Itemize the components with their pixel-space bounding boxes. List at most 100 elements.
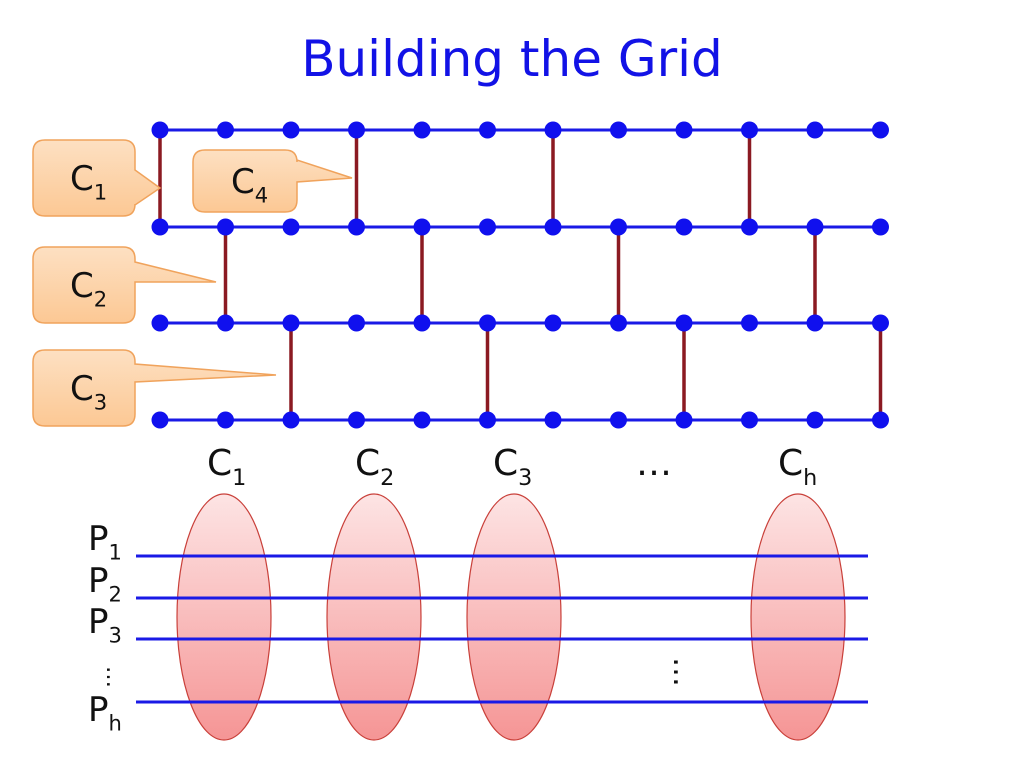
grid-node — [151, 218, 169, 236]
grid-node — [151, 314, 169, 332]
grid-node — [675, 411, 693, 429]
row-label-subscript: 3 — [109, 623, 122, 648]
grid-node — [413, 411, 431, 429]
brick-grid — [151, 121, 889, 429]
grid-node — [348, 411, 365, 429]
grid-node — [741, 411, 758, 429]
center-vertical-ellipsis: … — [666, 657, 701, 687]
grid-node — [872, 314, 889, 332]
row-label-subscript: h — [109, 711, 122, 736]
column-label-text: C — [355, 443, 380, 484]
callout-c2: C2 — [32, 246, 217, 324]
callout-c4: C4 — [192, 149, 353, 213]
grid-node — [741, 121, 758, 139]
callout-label-subscript: 4 — [255, 183, 268, 208]
row-label-text: P — [88, 519, 109, 559]
grid-node — [806, 314, 824, 332]
column-label-subscript: 3 — [518, 465, 532, 491]
row-label-text: P — [88, 690, 109, 730]
slide-title: Building the Grid — [301, 30, 723, 88]
callout-label-text: C — [70, 159, 94, 199]
column-label-text: … — [636, 443, 672, 484]
grid-node — [675, 218, 693, 236]
column-label-subscript: 2 — [380, 465, 394, 491]
callout-label-text: C — [70, 369, 94, 409]
row-labels: P1P2P3Ph… — [88, 519, 126, 736]
row-label-subscript: 1 — [109, 540, 122, 565]
grid-node — [479, 121, 496, 139]
grid-node — [544, 121, 562, 139]
grid-node — [479, 314, 496, 332]
grid-node — [217, 314, 234, 332]
grid-node — [806, 121, 824, 139]
callout-label: C1 — [70, 159, 107, 205]
callout-label-subscript: 3 — [94, 390, 107, 415]
row-label-text: P — [88, 602, 109, 642]
grid-node — [217, 218, 234, 236]
row-label: P3 — [88, 602, 122, 648]
grid-node — [282, 218, 300, 236]
grid-node — [544, 411, 562, 429]
callout-shape — [32, 139, 162, 217]
row-label: P1 — [88, 519, 122, 565]
column-label-text: C — [778, 443, 803, 484]
callout-label-text: C — [231, 162, 255, 202]
column-label: Ch — [778, 443, 817, 491]
column-label: C2 — [355, 443, 394, 491]
grid-node — [610, 314, 627, 332]
grid-node — [675, 314, 693, 332]
processor-lines: … — [136, 554, 868, 704]
grid-node — [348, 121, 365, 139]
grid-node — [544, 314, 562, 332]
callout-label: C4 — [231, 162, 268, 208]
row-label-subscript: 2 — [109, 582, 122, 607]
callout-label: C3 — [70, 369, 107, 415]
grid-node — [806, 411, 824, 429]
grid-node — [479, 218, 496, 236]
callout-shape — [32, 349, 277, 427]
grid-node — [413, 314, 431, 332]
grid-node — [741, 218, 758, 236]
column-label-text: C — [493, 443, 518, 484]
callout-shape — [32, 246, 217, 324]
grid-node — [413, 218, 431, 236]
grid-node — [872, 121, 889, 139]
grid-node — [806, 218, 824, 236]
callout-label: C2 — [70, 266, 107, 312]
grid-node — [282, 411, 300, 429]
row-label: P2 — [88, 561, 122, 607]
grid-node — [610, 121, 627, 139]
grid-node — [151, 121, 169, 139]
grid-node — [413, 121, 431, 139]
grid-node — [217, 411, 234, 429]
grid-node — [544, 218, 562, 236]
callout-label-text: C — [70, 266, 94, 306]
callout-shape — [192, 149, 353, 213]
column-label: C3 — [493, 443, 532, 491]
row-label: Ph — [88, 690, 122, 736]
grid-node — [610, 411, 627, 429]
callout-c1: C1 — [32, 139, 162, 217]
column-label-subscript: 1 — [232, 465, 246, 491]
column-label-text: C — [207, 443, 232, 484]
grid-node — [872, 218, 889, 236]
grid-node — [741, 314, 758, 332]
grid-node — [348, 314, 365, 332]
row-vertical-ellipsis: … — [101, 666, 126, 688]
grid-node — [282, 314, 300, 332]
callout-label-subscript: 2 — [94, 287, 107, 312]
callout-c3: C3 — [32, 349, 277, 427]
grid-node — [217, 121, 234, 139]
grid-node — [675, 121, 693, 139]
row-label-text: P — [88, 561, 109, 601]
column-label-subscript: h — [803, 465, 817, 491]
column-label: C1 — [207, 443, 246, 491]
callout-label-subscript: 1 — [94, 180, 107, 205]
column-label: … — [636, 443, 672, 484]
grid-node — [479, 411, 496, 429]
grid-node — [151, 411, 169, 429]
